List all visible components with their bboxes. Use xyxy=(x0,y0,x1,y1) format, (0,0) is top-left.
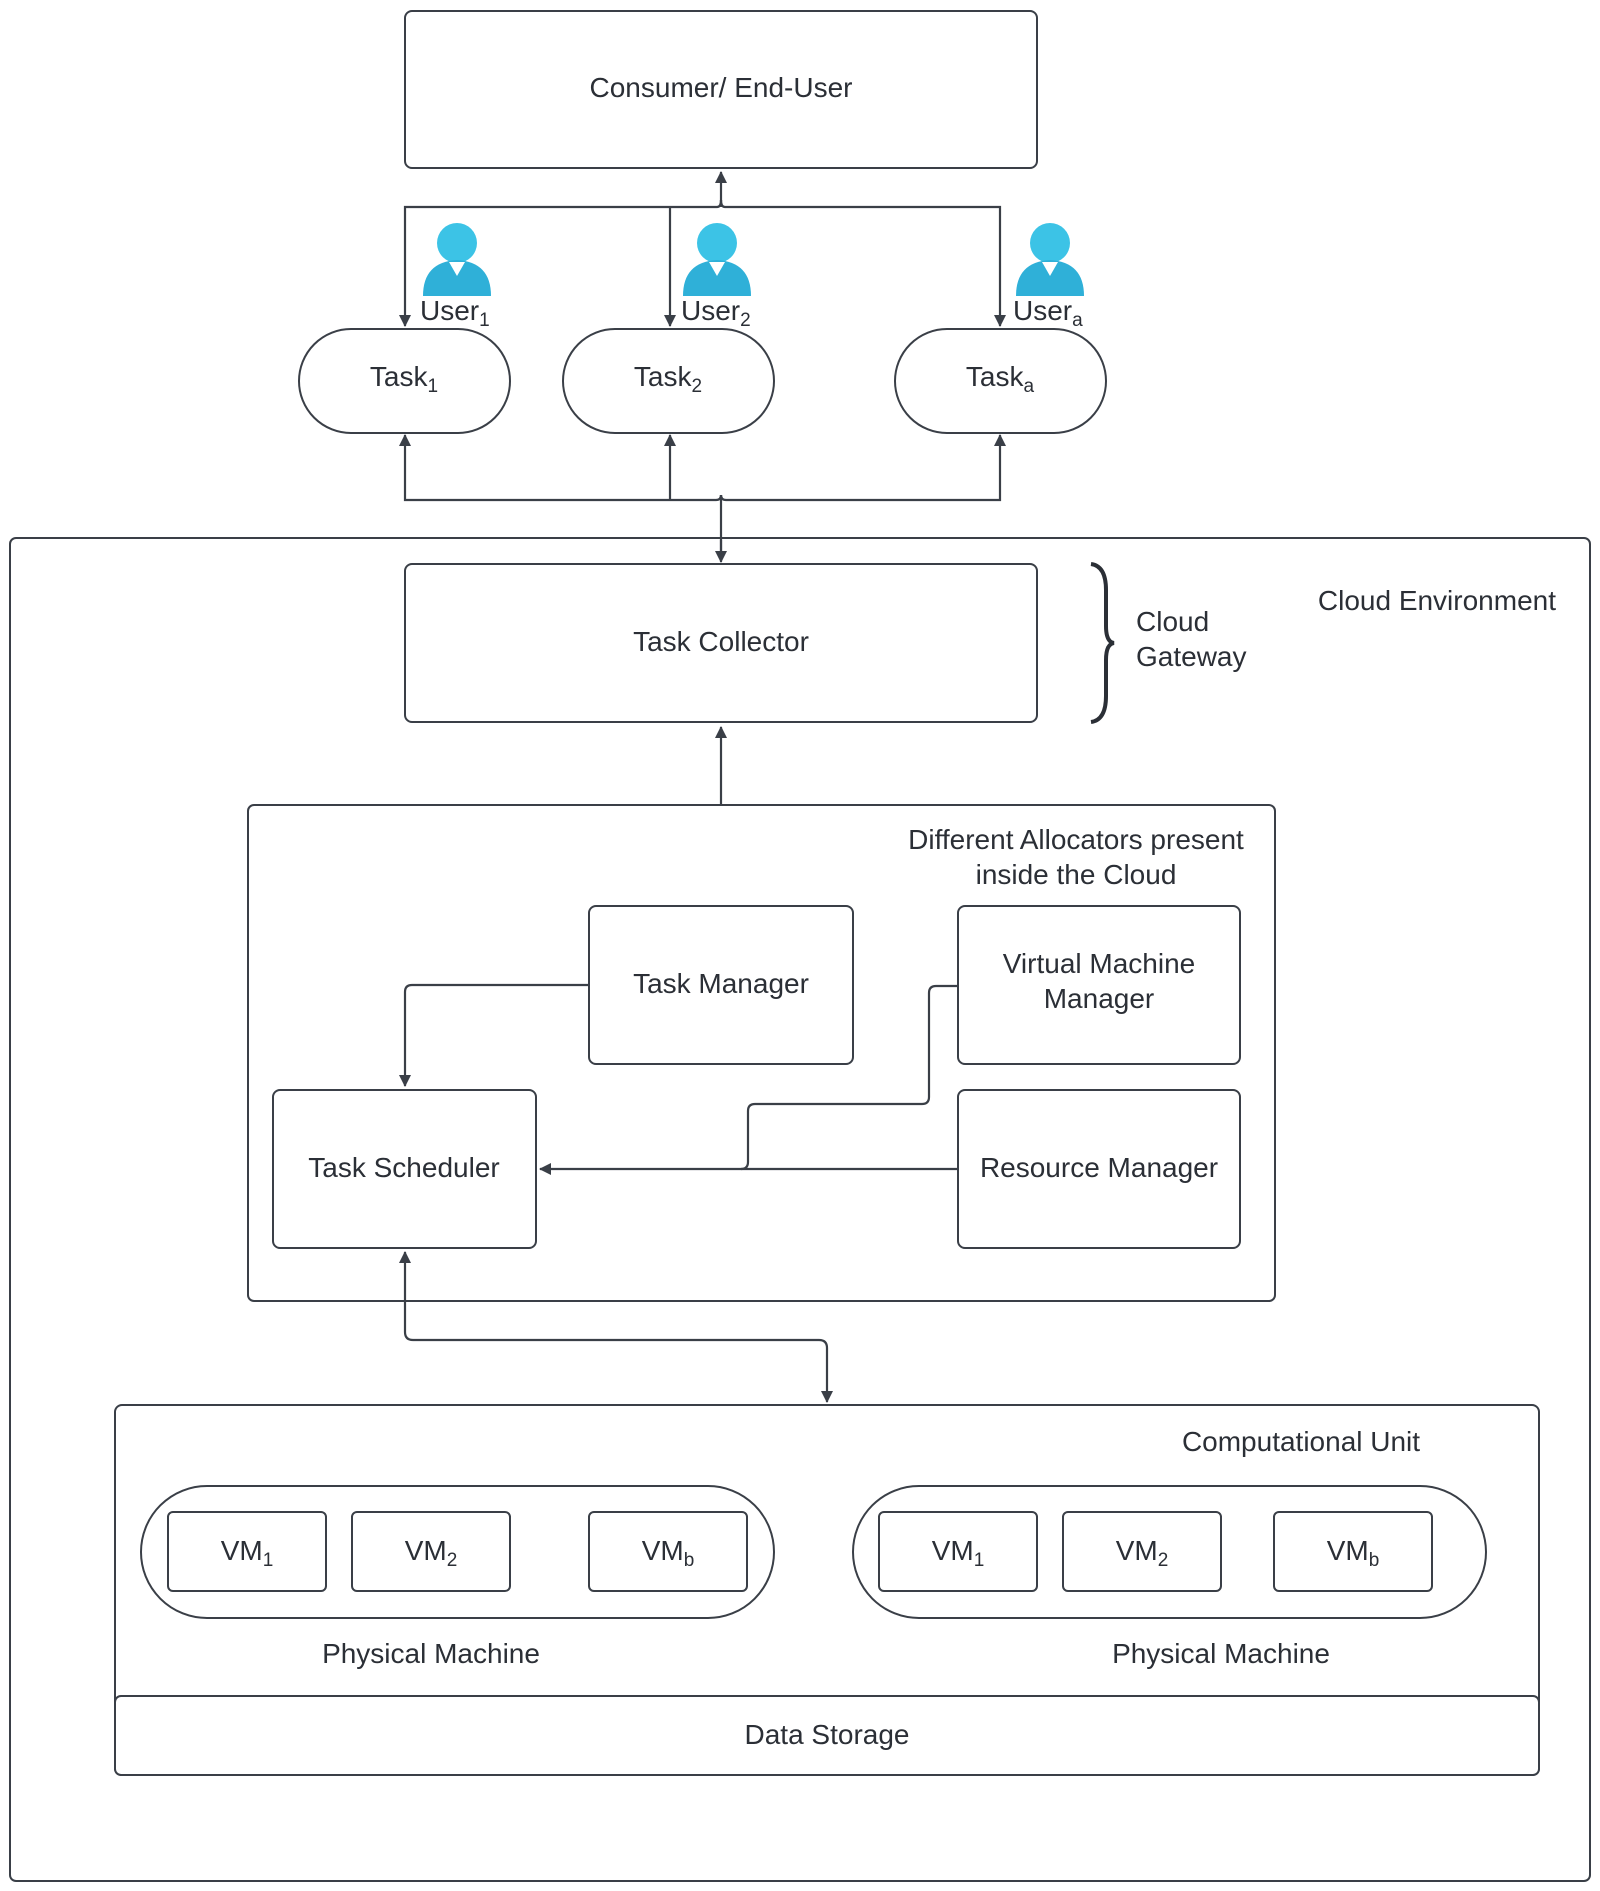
resource-manager-label: Resource Manager xyxy=(980,1152,1218,1183)
vm-label: VM1 xyxy=(221,1535,274,1571)
vm-label: VMb xyxy=(1327,1535,1380,1571)
vm-manager-box: Virtual Machine Manager xyxy=(957,905,1241,1065)
cloud-gateway-label-line1: Cloud xyxy=(1136,606,1209,637)
user-label: Usera xyxy=(1013,295,1083,331)
physical-machine-label: Physical Machine xyxy=(322,1638,540,1669)
user-a: Usera xyxy=(1013,223,1084,331)
user-2: User2 xyxy=(681,223,751,331)
task-2: Task2 xyxy=(562,328,775,434)
physical-machine-label: Physical Machine xyxy=(1112,1638,1330,1669)
vm-label: VM2 xyxy=(1116,1535,1169,1571)
cloud-gateway-label-line2: Gateway xyxy=(1136,641,1247,672)
vm-manager-label-line2: Manager xyxy=(1044,983,1155,1014)
manager-to-scheduler-arrow xyxy=(399,983,589,1087)
user-1: User1 xyxy=(420,223,491,331)
data-storage-box: Data Storage xyxy=(114,1695,1540,1776)
user-label: User2 xyxy=(681,295,751,331)
computational-unit-title: Computational Unit xyxy=(1182,1426,1420,1457)
task-a: Taska xyxy=(894,328,1107,434)
tasks-to-consumer-connector xyxy=(399,171,1006,327)
user-icon xyxy=(423,223,491,296)
vm-box: VM2 xyxy=(1062,1511,1222,1592)
collector-to-tasks-connector xyxy=(399,434,1006,563)
vm-label: VMb xyxy=(642,1535,695,1571)
vm-box: VMb xyxy=(588,1511,748,1592)
vm-label: VM2 xyxy=(405,1535,458,1571)
scheduler-compute-arrow xyxy=(399,1251,833,1403)
user-label: User1 xyxy=(420,295,490,331)
cloud-environment-label: Cloud Environment xyxy=(1318,585,1556,616)
vm-manager-label-line1: Virtual Machine xyxy=(1003,948,1195,979)
task-collector-label: Task Collector xyxy=(633,626,809,657)
physical-machine-2: VM1 VM2 VMb Physical Machine xyxy=(852,1485,1487,1669)
vm-box: VM1 xyxy=(878,1511,1038,1592)
task-label: Task2 xyxy=(634,361,702,397)
vm-label: VM1 xyxy=(932,1535,985,1571)
consumer-box: Consumer/ End-User xyxy=(404,10,1038,169)
vm-box: VM1 xyxy=(167,1511,327,1592)
task-label: Taska xyxy=(966,361,1035,397)
consumer-label: Consumer/ End-User xyxy=(590,72,853,103)
task-manager-label: Task Manager xyxy=(633,968,809,999)
vmmanager-to-scheduler-line xyxy=(740,984,958,1171)
user-icon xyxy=(683,223,751,296)
task-1: Task1 xyxy=(298,328,511,434)
resource-manager-box: Resource Manager xyxy=(957,1089,1241,1249)
user-icon xyxy=(1016,223,1084,296)
task-manager-box: Task Manager xyxy=(588,905,854,1065)
task-collector-box: Task Collector xyxy=(404,563,1038,723)
task-label: Task1 xyxy=(370,361,438,397)
vm-box: VM2 xyxy=(351,1511,511,1592)
allocators-title-line1: Different Allocators present xyxy=(908,824,1244,855)
task-scheduler-label: Task Scheduler xyxy=(308,1152,499,1183)
cloud-gateway-brace: Cloud Gateway xyxy=(1090,562,1247,724)
allocators-title-line2: inside the Cloud xyxy=(976,859,1177,890)
physical-machine-1: VM1 VM2 VMb Physical Machine xyxy=(140,1485,775,1669)
task-scheduler-box: Task Scheduler xyxy=(272,1089,537,1249)
vm-box: VMb xyxy=(1273,1511,1433,1592)
data-storage-label: Data Storage xyxy=(745,1719,910,1750)
